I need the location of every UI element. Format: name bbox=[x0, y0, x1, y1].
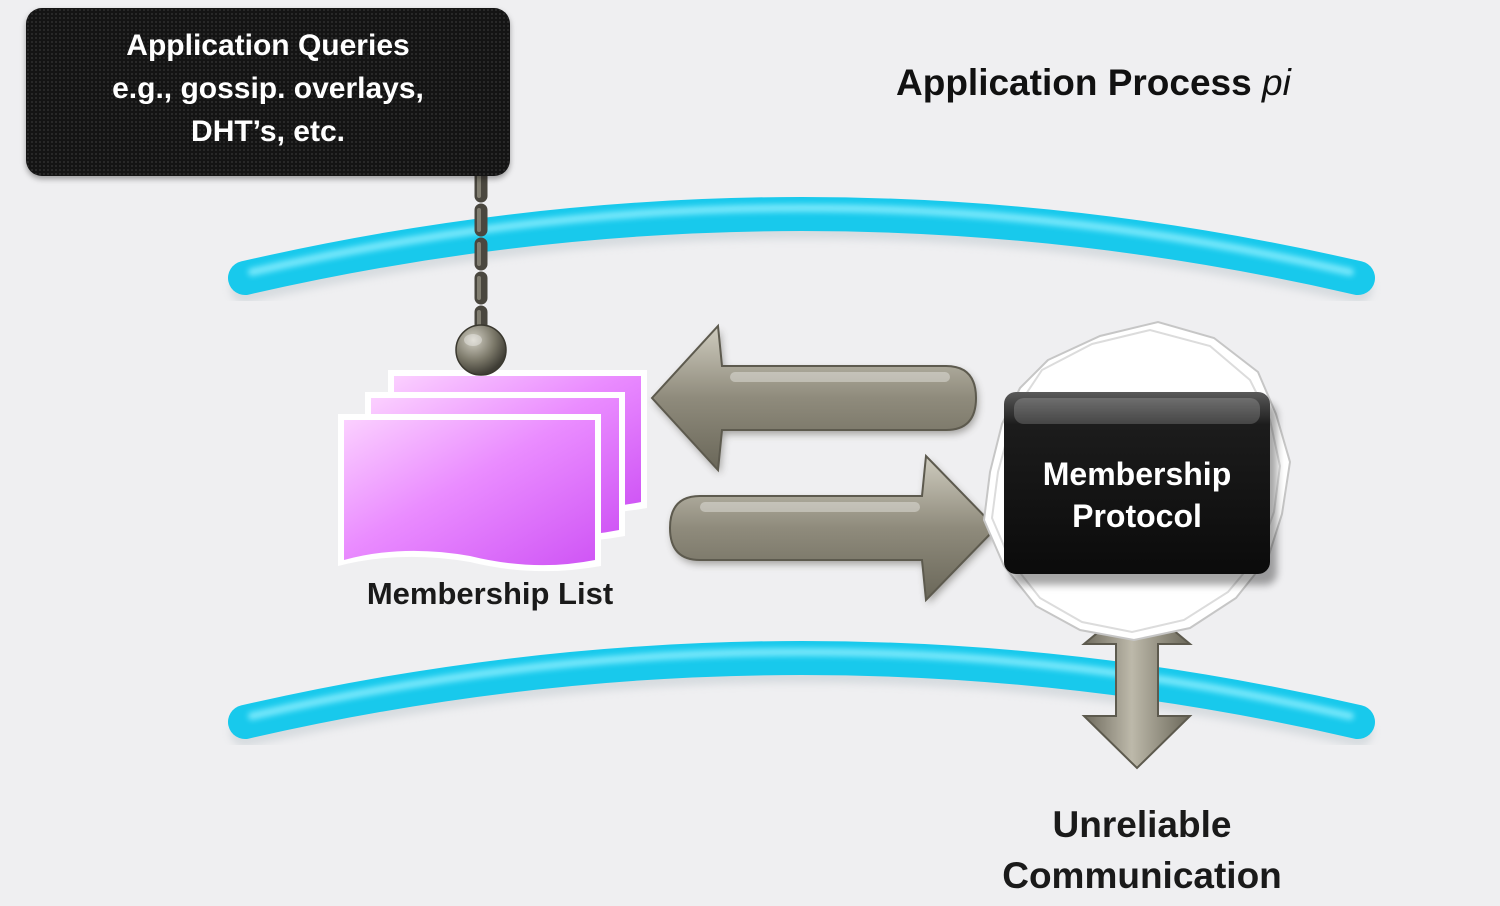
communication-label-line-2: Communication bbox=[1002, 855, 1282, 896]
protocol-label-line-2: Protocol bbox=[1072, 498, 1202, 534]
application-process-title: Application Process pi bbox=[896, 62, 1291, 104]
communication-label-line-1: Unreliable bbox=[1052, 804, 1232, 845]
membership-list-label: Membership List bbox=[366, 576, 614, 611]
list-page-front bbox=[338, 414, 601, 572]
process-symbol: pi bbox=[1262, 62, 1291, 103]
application-queries-box bbox=[26, 8, 510, 176]
upper-boundary-line bbox=[228, 197, 1375, 303]
arrow-to-membership-list bbox=[650, 323, 978, 474]
queries-line-1: Application Queries bbox=[126, 29, 410, 62]
process-title-text: Application Process bbox=[896, 62, 1262, 103]
queries-line-2: e.g., gossip. overlays, bbox=[112, 72, 424, 105]
arrow-to-membership-protocol bbox=[668, 453, 998, 604]
queries-line-3: DHT’s, etc. bbox=[191, 115, 345, 148]
membership-list-icon bbox=[338, 370, 647, 572]
lower-boundary-line bbox=[228, 641, 1375, 747]
protocol-label-line-1: Membership bbox=[1042, 456, 1232, 492]
membership-protocol-box bbox=[1004, 392, 1277, 585]
query-connector-endpoint bbox=[455, 324, 507, 376]
arrow-to-communication bbox=[1081, 598, 1193, 770]
